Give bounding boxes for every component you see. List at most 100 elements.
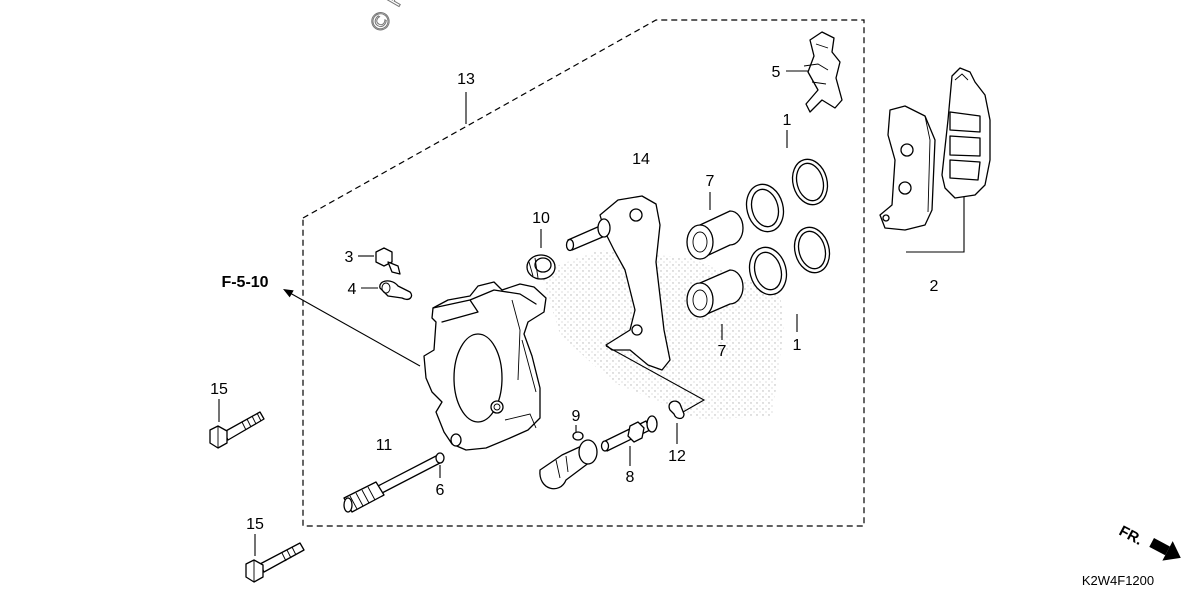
boot-9-ribs [555, 455, 569, 479]
pin-8-end [600, 440, 610, 452]
callout-11: 11 [376, 437, 393, 454]
retaining-clip-12 [668, 400, 685, 420]
brake-pad-outer [941, 67, 991, 199]
assembly-boundary-dashed [302, 19, 865, 527]
seal-ring-upper-left [745, 183, 785, 233]
bleed-screw [375, 247, 401, 275]
pin-11-end [343, 497, 353, 513]
o-ring-6 [435, 452, 445, 464]
piston-lower [686, 269, 744, 318]
callout-10: 10 [532, 210, 550, 227]
seal-ring-inner [797, 230, 827, 270]
bolt-upper-thread [241, 412, 262, 431]
callout-7-upper: 7 [706, 173, 715, 190]
pin-11-thread-lines [349, 486, 376, 510]
callout-6: 6 [436, 482, 445, 499]
front-arrow-icon [1149, 538, 1181, 561]
front-direction-indicator: FR. [1116, 523, 1181, 561]
boot-10-ribs [528, 257, 539, 279]
front-indicator-label: FR. [1116, 523, 1145, 549]
bleed-screw-nipple [387, 261, 401, 275]
pin-8-hex [627, 421, 645, 443]
pad-outer-hook [954, 73, 969, 81]
bleed-screw-cap [379, 280, 413, 300]
bleed-cap-opening [381, 282, 391, 294]
bolt-lower-thread [281, 546, 297, 562]
caliper-piston-bore [453, 333, 503, 423]
pad-spring [803, 31, 843, 113]
pad-inner-edge [924, 115, 931, 213]
pad-spring-outline [805, 31, 843, 113]
bleed-cap-outline [379, 280, 413, 300]
pad-spring-tabs [803, 43, 829, 85]
boot-9-collar [578, 439, 598, 465]
pad-inner-hole-tab [882, 214, 890, 222]
callout-1-upper: 1 [783, 112, 792, 129]
caliper-pin-hole [490, 400, 504, 414]
piston-lower-cup [692, 289, 708, 311]
leader-group-pins [605, 345, 706, 413]
diagram-code: K2W4F1200 [1082, 573, 1154, 588]
reference-page-label: F-5-10 [221, 274, 268, 291]
pad-outer-friction-middle [949, 135, 981, 157]
seal-ring-inner [750, 188, 780, 228]
seal-ring-outer [745, 183, 785, 233]
pad-outer-friction-lower [949, 159, 981, 181]
pin-11-shaft [377, 455, 441, 494]
pin-8-head [646, 415, 658, 433]
callout-5: 5 [772, 64, 781, 81]
callout-15-upper: 15 [210, 381, 228, 398]
seal-ring-lower-right [793, 226, 831, 274]
boot-10-inner [534, 257, 552, 273]
leader-reference-arrow-line [289, 292, 421, 367]
piston-upper [686, 210, 744, 260]
bracket-slide-pin-collar [597, 218, 611, 238]
reference-arrow-head [283, 289, 294, 298]
bolt-lower-shank [259, 542, 305, 573]
bracket-hole-upper [629, 208, 643, 222]
seal-set-1 [745, 158, 831, 296]
callout-1-lower: 1 [793, 337, 802, 354]
bracket-plate [599, 195, 671, 371]
mounting-bolt-upper [209, 411, 265, 449]
callout-4: 4 [348, 281, 357, 298]
callout-14: 14 [632, 151, 650, 168]
callout-7-lower: 7 [718, 343, 727, 360]
seal-ring-upper-right [791, 158, 829, 206]
bolt-lower-head [245, 559, 264, 583]
slide-pin-11 [343, 455, 441, 513]
callout-13: 13 [457, 71, 475, 88]
bolt-upper-head [209, 425, 228, 449]
seal-ring-lower-left [748, 246, 788, 296]
callout-2: 2 [930, 278, 939, 295]
copyright-watermark: © Pa [363, 0, 417, 39]
caliper-body-outline [423, 281, 547, 451]
front-arrow-shaft [1149, 538, 1170, 556]
caliper-bracket [565, 195, 671, 371]
callout-8: 8 [626, 469, 635, 486]
callout-3: 3 [345, 249, 354, 266]
pin-bolt-8 [600, 415, 658, 452]
callout-9: 9 [572, 408, 581, 425]
seal-ring-inner [795, 162, 825, 202]
pad-inner-hole-upper [900, 143, 914, 157]
leader-2-bracket [906, 197, 965, 253]
bracket-hole-lower [631, 324, 643, 336]
callout-labels: 13 5 1 14 7 10 3 4 2 7 1 15 9 11 12 8 6 … [210, 64, 938, 533]
caliper-body [423, 281, 547, 451]
caliper-upper-arm [432, 289, 537, 323]
pad-outer-friction-upper [949, 111, 981, 133]
brake-pad-inner [879, 105, 936, 231]
pad-inner-hole-lower [898, 181, 912, 195]
piston-upper-face [686, 224, 714, 260]
caliper-pin-hole-inner [493, 403, 501, 411]
leader-lines [218, 70, 965, 556]
piston-lower-face [686, 282, 714, 318]
callout-15-lower: 15 [246, 516, 264, 533]
piston-upper-cup [692, 231, 708, 253]
caliper-side-contour [504, 299, 537, 429]
pin-boot-10 [526, 254, 556, 280]
front-arrow-head [1162, 541, 1181, 561]
seal-ring-inner [753, 251, 783, 291]
